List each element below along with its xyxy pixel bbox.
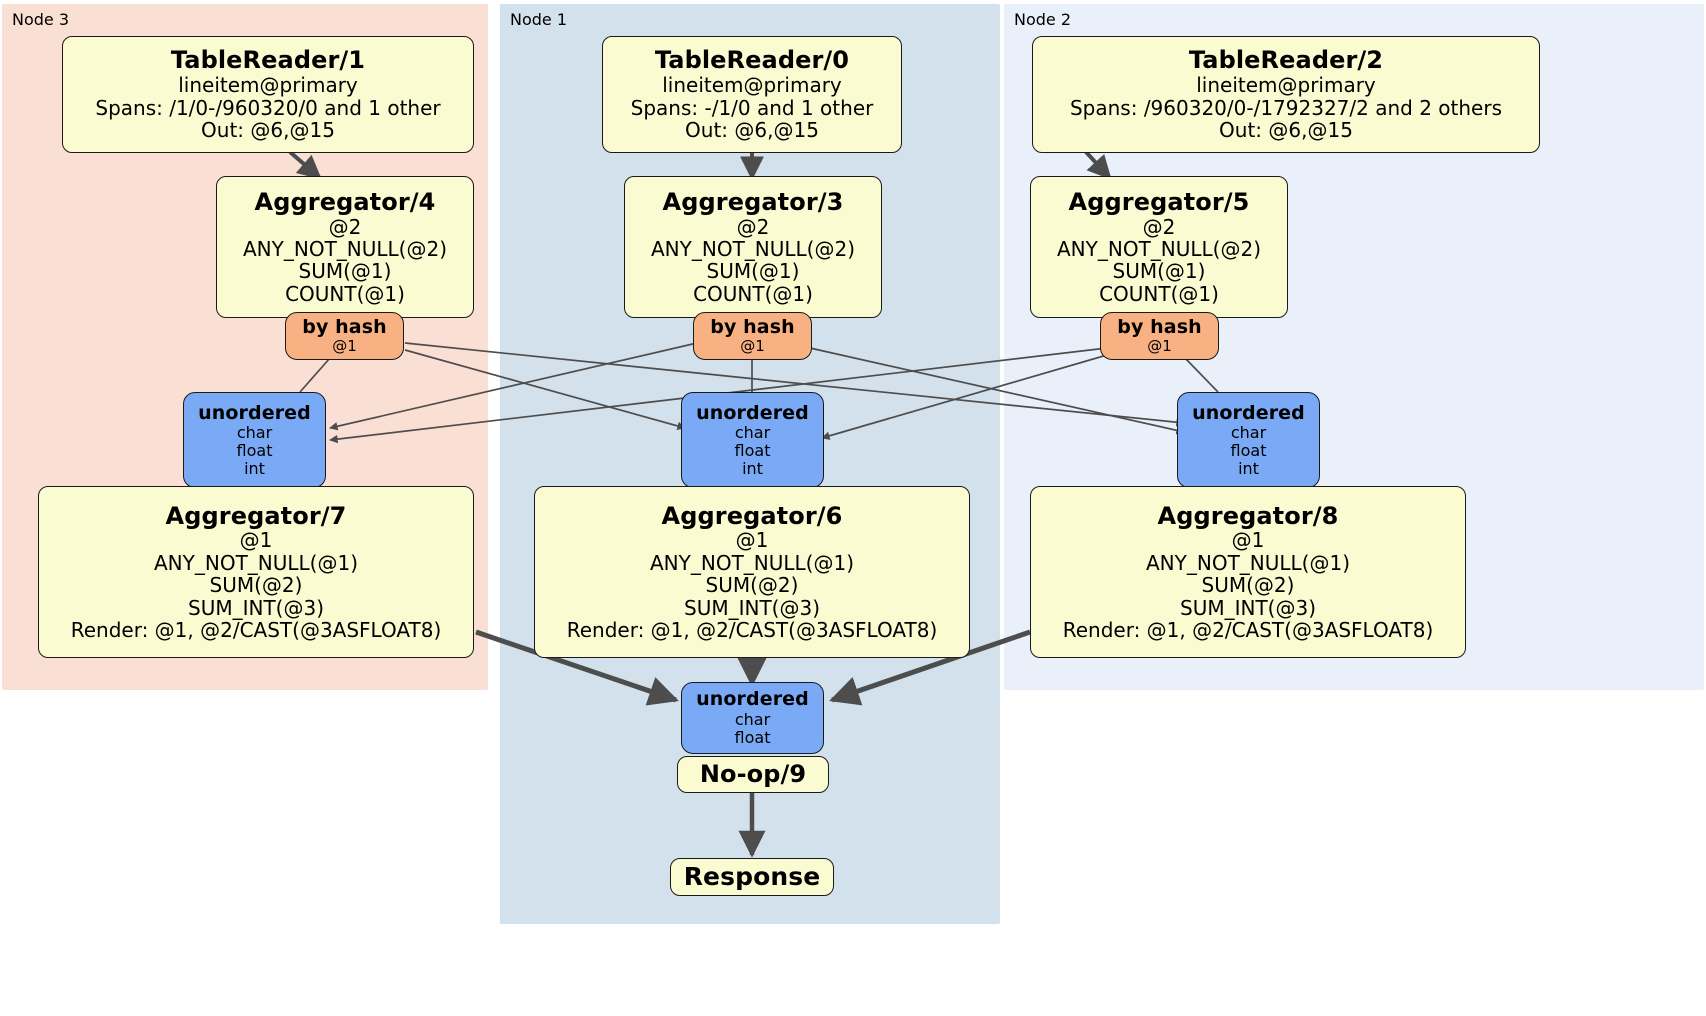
processor-title: Aggregator/8	[1157, 501, 1339, 530]
router-line: float	[1230, 440, 1267, 460]
processor-line: @2	[1142, 214, 1176, 239]
processor-tablereader-0[interactable]: TableReader/0 lineitem@primary Spans: -/…	[602, 36, 902, 153]
processor-aggregator-8[interactable]: Aggregator/8 @1 ANY_NOT_NULL(@1) SUM(@2)…	[1030, 486, 1466, 658]
processor-line: Render: @1, @2/CAST(@3ASFLOAT8)	[1062, 618, 1434, 643]
processor-title: Aggregator/4	[254, 187, 436, 216]
processor-line: lineitem@primary	[1196, 73, 1376, 98]
node-panel-label-node2: Node 2	[1014, 10, 1072, 29]
router-line: char	[734, 709, 771, 729]
processor-title: TableReader/2	[1188, 46, 1384, 75]
processor-title: Response	[683, 862, 821, 891]
processor-title: No-op/9	[699, 760, 807, 789]
processor-line: Render: @1, @2/CAST(@3ASFLOAT8)	[566, 618, 938, 643]
processor-line: ANY_NOT_NULL(@1)	[650, 550, 854, 575]
processor-line: ANY_NOT_NULL(@2)	[651, 237, 855, 262]
processor-line: Out: @6,@15	[685, 118, 819, 143]
processor-title: TableReader/0	[654, 46, 850, 75]
processor-line: Out: @6,@15	[1219, 118, 1353, 143]
processor-line: ANY_NOT_NULL(@1)	[154, 550, 358, 575]
router-line: int	[1238, 458, 1259, 478]
processor-line: lineitem@primary	[178, 73, 358, 98]
router-line: @1	[740, 337, 765, 356]
processor-line: SUM_INT(@3)	[684, 595, 820, 620]
router-title: by hash	[302, 315, 387, 338]
router-title: unordered	[696, 688, 809, 711]
router-unordered-final[interactable]: unordered char float	[681, 682, 824, 754]
processor-title: Aggregator/3	[662, 187, 844, 216]
router-by-hash-node1[interactable]: by hash @1	[693, 312, 812, 360]
processor-title: Aggregator/6	[661, 501, 843, 530]
processor-line: SUM(@2)	[1201, 573, 1295, 598]
processor-line: SUM_INT(@3)	[188, 595, 324, 620]
processor-title: TableReader/1	[170, 46, 366, 75]
router-line: int	[244, 458, 265, 478]
router-line: float	[236, 440, 273, 460]
processor-aggregator-5[interactable]: Aggregator/5 @2 ANY_NOT_NULL(@2) SUM(@1)…	[1030, 176, 1288, 318]
router-line: char	[236, 422, 273, 442]
router-title: unordered	[198, 401, 311, 424]
router-line: @1	[332, 337, 357, 356]
router-line: char	[734, 422, 771, 442]
processor-noop-9[interactable]: No-op/9	[677, 756, 829, 793]
router-title: by hash	[710, 315, 795, 338]
processor-aggregator-7[interactable]: Aggregator/7 @1 ANY_NOT_NULL(@1) SUM(@2)…	[38, 486, 474, 658]
processor-line: Spans: /960320/0-/1792327/2 and 2 others	[1069, 95, 1502, 120]
processor-line: @1	[1231, 528, 1265, 553]
processor-line: SUM_INT(@3)	[1180, 595, 1316, 620]
processor-line: SUM(@2)	[209, 573, 303, 598]
processor-line: Render: @1, @2/CAST(@3ASFLOAT8)	[70, 618, 442, 643]
processor-line: Spans: /1/0-/960320/0 and 1 other	[95, 95, 441, 120]
processor-line: @1	[735, 528, 769, 553]
router-line: float	[734, 727, 771, 747]
processor-aggregator-3[interactable]: Aggregator/3 @2 ANY_NOT_NULL(@2) SUM(@1)…	[624, 176, 882, 318]
router-line: int	[742, 458, 763, 478]
router-by-hash-node2[interactable]: by hash @1	[1100, 312, 1219, 360]
processor-tablereader-1[interactable]: TableReader/1 lineitem@primary Spans: /1…	[62, 36, 474, 153]
processor-title: Aggregator/5	[1068, 187, 1250, 216]
processor-line: ANY_NOT_NULL(@2)	[1057, 237, 1261, 262]
processor-line: ANY_NOT_NULL(@1)	[1146, 550, 1350, 575]
router-title: by hash	[1117, 315, 1202, 338]
node-panel-label-node1: Node 1	[510, 10, 568, 29]
router-title: unordered	[1192, 401, 1305, 424]
processor-aggregator-6[interactable]: Aggregator/6 @1 ANY_NOT_NULL(@1) SUM(@2)…	[534, 486, 970, 658]
processor-line: COUNT(@1)	[693, 281, 813, 306]
router-line: char	[1230, 422, 1267, 442]
router-unordered-node1[interactable]: unordered char float int	[681, 392, 824, 488]
router-line: @1	[1147, 337, 1172, 356]
processor-line: SUM(@2)	[705, 573, 799, 598]
processor-response[interactable]: Response	[670, 858, 834, 896]
router-line: float	[734, 440, 771, 460]
processor-line: SUM(@1)	[1112, 259, 1206, 284]
router-by-hash-node3[interactable]: by hash @1	[285, 312, 404, 360]
processor-line: COUNT(@1)	[285, 281, 405, 306]
processor-line: lineitem@primary	[662, 73, 842, 98]
processor-line: COUNT(@1)	[1099, 281, 1219, 306]
processor-line: @2	[328, 214, 362, 239]
processor-line: ANY_NOT_NULL(@2)	[243, 237, 447, 262]
router-unordered-node3[interactable]: unordered char float int	[183, 392, 326, 488]
processor-line: SUM(@1)	[706, 259, 800, 284]
processor-title: Aggregator/7	[165, 501, 347, 530]
processor-line: Spans: -/1/0 and 1 other	[630, 95, 874, 120]
router-unordered-node2[interactable]: unordered char float int	[1177, 392, 1320, 488]
processor-line: SUM(@1)	[298, 259, 392, 284]
processor-line: @1	[239, 528, 273, 553]
processor-line: @2	[736, 214, 770, 239]
processor-line: Out: @6,@15	[201, 118, 335, 143]
processor-aggregator-4[interactable]: Aggregator/4 @2 ANY_NOT_NULL(@2) SUM(@1)…	[216, 176, 474, 318]
router-title: unordered	[696, 401, 809, 424]
node-panel-label-node3: Node 3	[12, 10, 70, 29]
processor-tablereader-2[interactable]: TableReader/2 lineitem@primary Spans: /9…	[1032, 36, 1540, 153]
